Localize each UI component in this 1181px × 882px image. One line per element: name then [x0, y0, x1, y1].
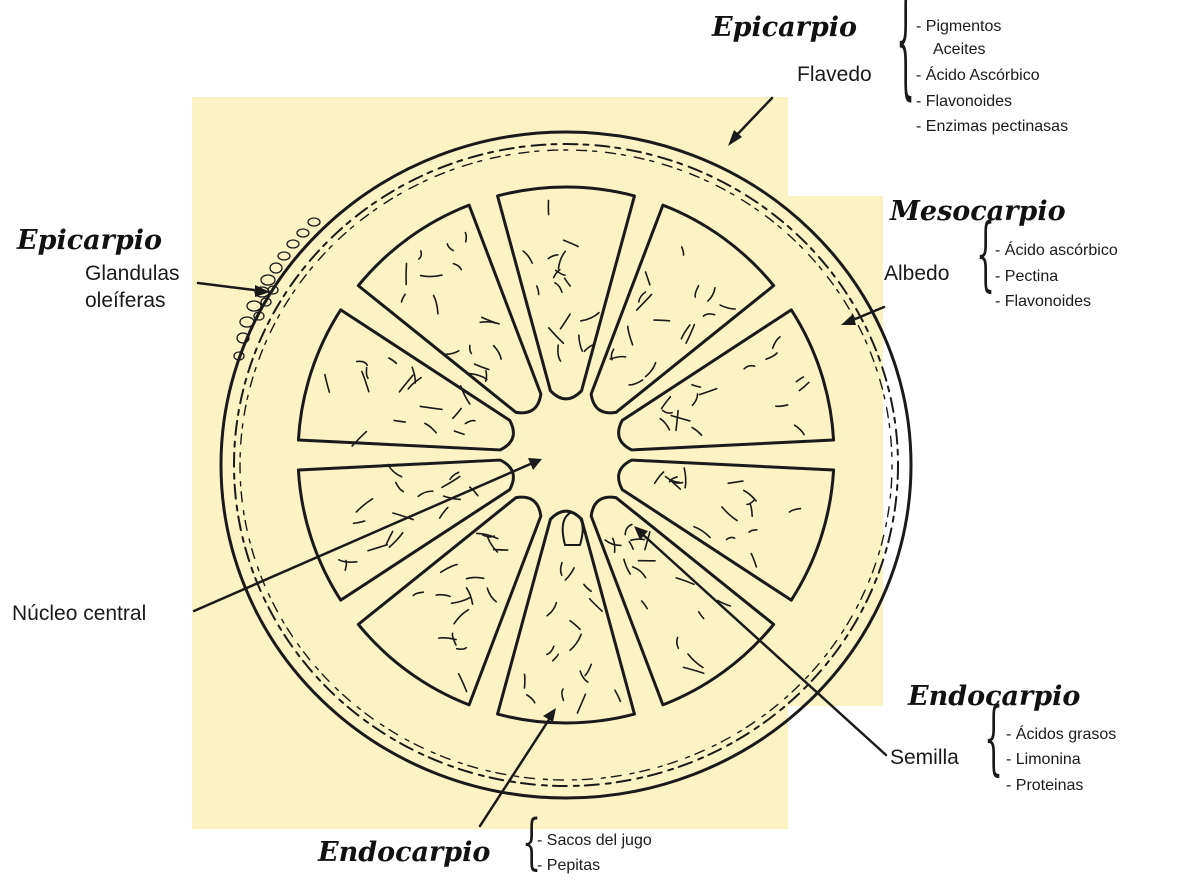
- glandulas-heading: Epicarpio: [16, 225, 162, 256]
- semilla-brace: {: [984, 691, 1003, 785]
- jugo-item: - Pepitas: [537, 857, 600, 874]
- flavedo-item: - Pigmentos: [916, 18, 1001, 35]
- juice-vesicle-stroke: [494, 550, 508, 551]
- semilla-label-group: Endocarpio Semilla { - Ácidos grasos - L…: [890, 681, 1116, 794]
- albedo-label-group: Mesocarpio Albedo { - Ácido ascórbico - …: [884, 196, 1118, 310]
- glandulas-name-line2: oleíferas: [85, 289, 166, 312]
- juice-vesicle-stroke: [654, 320, 670, 321]
- flavedo-item: - Enzimas pectinasas: [916, 118, 1068, 135]
- albedo-name: Albedo: [884, 262, 949, 285]
- albedo-item: - Pectina: [995, 268, 1058, 285]
- flavedo-item: - Ácido Ascórbico: [916, 65, 1040, 84]
- semilla-item: - Ácidos grasos: [1006, 724, 1116, 743]
- semilla-item: - Limonina: [1006, 751, 1081, 768]
- semilla-name: Semilla: [890, 746, 959, 769]
- albedo-item: - Ácido ascórbico: [995, 240, 1118, 259]
- glandulas-label-group: Epicarpio Glandulas oleíferas: [16, 225, 180, 312]
- juice-vesicle-stroke: [465, 233, 466, 242]
- glandulas-name-line1: Glandulas: [85, 262, 180, 285]
- flavedo-name: Flavedo: [797, 63, 872, 86]
- albedo-item: - Flavonoides: [995, 293, 1091, 310]
- nucleo-central-label: Núcleo central: [12, 602, 146, 625]
- flavedo-heading: Epicarpio: [711, 12, 857, 43]
- flavedo-item: - Flavonoides: [916, 93, 1012, 110]
- flavedo-brace: {: [896, 0, 915, 112]
- flavedo-item: Aceites: [933, 41, 985, 58]
- albedo-brace: {: [976, 207, 995, 301]
- background-panel-right: [788, 196, 883, 706]
- semilla-item: - Proteinas: [1006, 777, 1083, 794]
- jugo-heading: Endocarpio: [317, 837, 490, 868]
- jugo-item: - Sacos del jugo: [537, 832, 652, 849]
